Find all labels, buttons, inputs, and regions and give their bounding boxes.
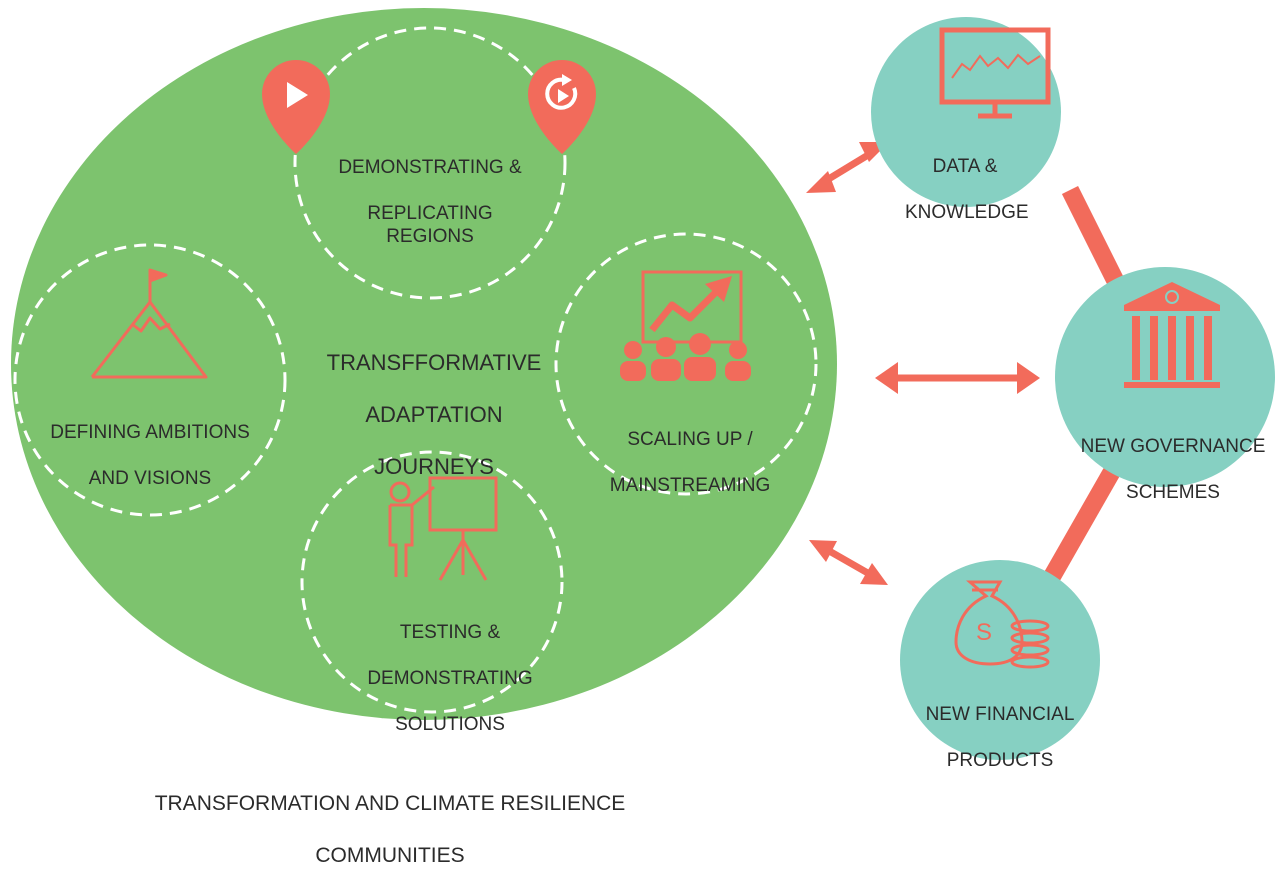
stage-label-testing-line1: TESTING & (399, 622, 501, 643)
enabler-label-financial-line1: NEW FINANCIAL (925, 704, 1075, 725)
stage-label-demonstrating-line2: REPLICATING REGIONS (367, 203, 493, 247)
enabler-label-governance-line2: SCHEMES (1126, 482, 1220, 503)
stage-label-scaling-line2: MAINSTREAMING (609, 475, 771, 496)
svg-text:S: S (976, 619, 992, 646)
footer-caption-line1: TRANSFORMATION AND CLIMATE RESILIENCE (154, 792, 626, 815)
presenter-board-icon (388, 476, 498, 581)
stage-label-defining-line1: DEFINING AMBITIONS (50, 422, 250, 443)
stage-label-demonstrating-line1: DEMONSTRATING & (338, 157, 522, 178)
stage-label-scaling-line1: SCALING UP / (627, 429, 753, 450)
stage-label-testing-line2: DEMONSTRATING (367, 668, 533, 689)
arrow-governance (875, 362, 1040, 394)
stage-label-defining-line2: AND VISIONS (88, 468, 212, 489)
enabler-label-governance-line1: NEW GOVERNANCE (1080, 436, 1266, 457)
enabler-circle-data (871, 17, 1061, 207)
diagram-canvas: S (11, 8, 1275, 760)
enabler-label-governance: NEW GOVERNANCE SCHEMES (1068, 412, 1278, 527)
stage-label-testing-line3: SOLUTIONS (395, 714, 505, 735)
stage-circle-demonstrating (293, 26, 567, 300)
arrow-data (806, 142, 889, 193)
stage-circle-scaling (554, 232, 818, 496)
footer-caption-line2: COMMUNITIES (315, 844, 465, 867)
stage-label-demonstrating: DEMONSTRATING & REPLICATING REGIONS (330, 133, 530, 271)
enabler-label-data-line1: DATA & (932, 156, 998, 177)
mountain-flag-icon (90, 268, 208, 379)
enabler-label-data-line2: KNOWLEDGE (905, 202, 1029, 223)
replay-pin-icon (528, 60, 596, 154)
stage-circle-defining (13, 243, 287, 517)
communities-ellipse (11, 8, 837, 720)
center-title: TRANSFFORMATIVE ADAPTATION JOURNEYS (314, 324, 554, 506)
audience-growth-icon (620, 270, 751, 381)
stage-label-testing: TESTING & DEMONSTRATING SOLUTIONS (350, 598, 550, 759)
play-pin-icon (262, 60, 330, 154)
money-bag-icon: S (954, 580, 1050, 669)
monitor-chart-icon (939, 27, 1051, 119)
stage-label-scaling: SCALING UP / MAINSTREAMING (590, 405, 790, 520)
footer-caption: TRANSFORMATION AND CLIMATE RESILIENCE CO… (110, 765, 670, 895)
stage-circle-testing (300, 450, 564, 714)
institution-icon (1124, 282, 1220, 388)
enabler-circle-financial (900, 560, 1100, 760)
stage-label-defining: DEFINING AMBITIONS AND VISIONS (40, 398, 260, 513)
center-title-line3: JOURNEYS (374, 454, 494, 479)
arrow-financial (809, 540, 888, 585)
enabler-label-financial-line2: PRODUCTS (946, 750, 1054, 771)
center-title-line1: TRANSFFORMATIVE (326, 350, 542, 375)
enabler-circle-governance (1055, 267, 1275, 487)
enabler-label-financial: NEW FINANCIAL PRODUCTS (905, 680, 1095, 795)
center-title-line2: ADAPTATION (365, 402, 503, 427)
enabler-label-data: DATA & KNOWLEDGE (905, 132, 1029, 247)
